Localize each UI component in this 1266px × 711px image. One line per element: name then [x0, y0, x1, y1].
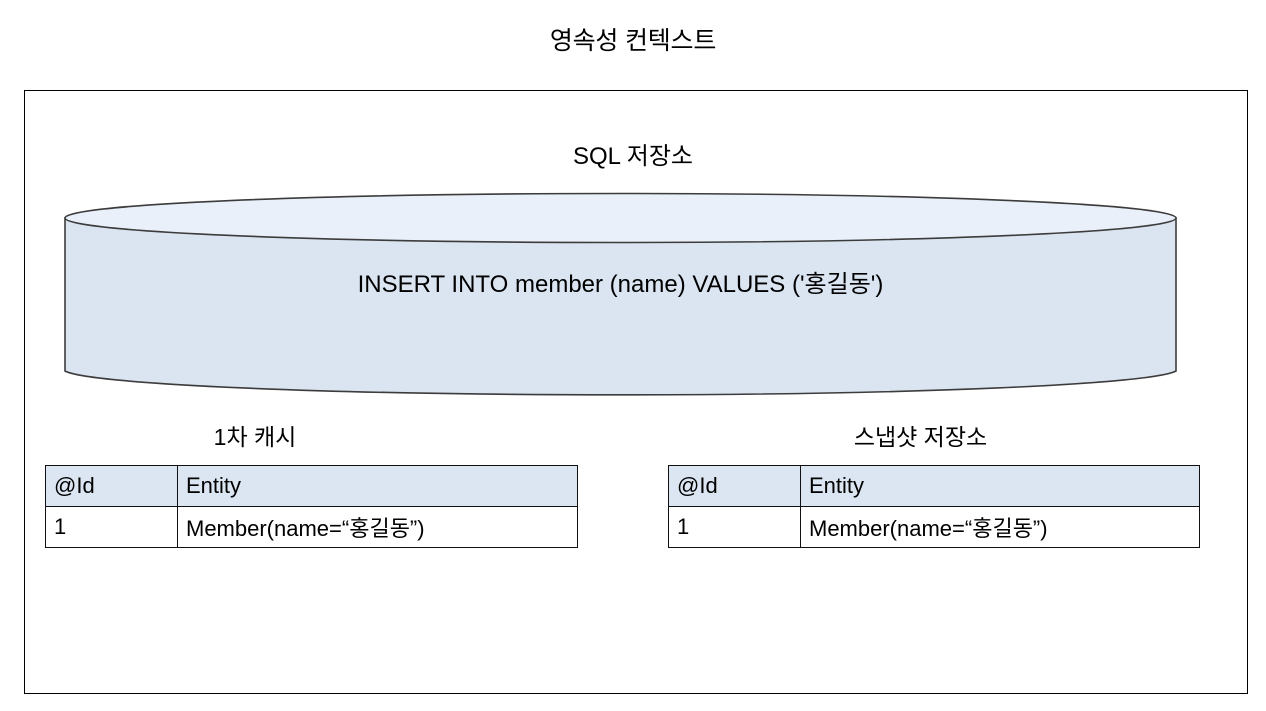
column-header-entity: Entity — [800, 465, 1200, 507]
snapshot-store-label: 스냅샷 저장소 — [853, 424, 988, 450]
cell-entity: Member(name=“홍길동”) — [800, 506, 1200, 548]
table-row: 1 Member(name=“홍길동”) — [45, 506, 578, 548]
persistence-context-frame — [24, 90, 1248, 694]
table-header-row: @Id Entity — [668, 465, 1200, 507]
page-title: 영속성 컨텍스트 — [549, 27, 717, 55]
table-header-row: @Id Entity — [45, 465, 578, 507]
cylinder-shape — [64, 192, 1177, 396]
column-header-id: @Id — [668, 465, 801, 507]
cell-id: 1 — [668, 506, 801, 548]
cell-id: 1 — [45, 506, 178, 548]
cylinder-body — [64, 217, 1177, 396]
column-header-id: @Id — [45, 465, 178, 507]
cylinder-top-ellipse — [64, 192, 1177, 244]
first-level-cache-label: 1차 캐시 — [213, 424, 297, 450]
first-level-cache-table: @Id Entity 1 Member(name=“홍길동”) — [45, 465, 578, 548]
column-header-entity: Entity — [177, 465, 578, 507]
sql-store-label: SQL 저장소 — [572, 143, 694, 170]
table-row: 1 Member(name=“홍길동”) — [668, 506, 1200, 548]
cell-entity: Member(name=“홍길동”) — [177, 506, 578, 548]
snapshot-store-table: @Id Entity 1 Member(name=“홍길동”) — [668, 465, 1200, 548]
sql-statement-text: INSERT INTO member (name) VALUES ('홍길동') — [357, 271, 884, 298]
sql-store-cylinder — [63, 192, 1178, 397]
